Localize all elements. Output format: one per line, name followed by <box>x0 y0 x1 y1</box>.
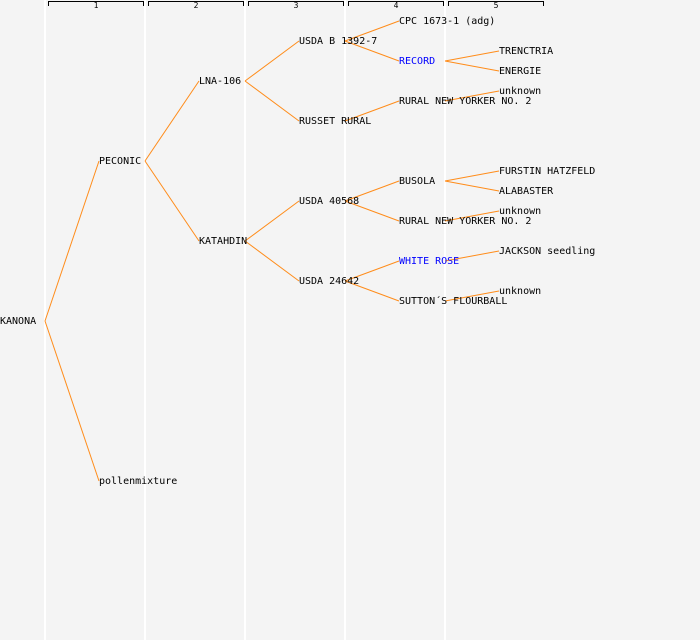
pedigree-node: ENERGIE <box>499 66 542 77</box>
pedigree-edge <box>244 80 300 122</box>
pedigree-edge <box>244 240 300 282</box>
pedigree-edge <box>444 250 500 262</box>
generation-bracket <box>248 1 344 6</box>
pedigree-edge <box>444 60 500 72</box>
pedigree-node: unknown <box>499 206 542 217</box>
pedigree-edge <box>344 280 400 302</box>
pedigree-node: unknown <box>499 286 542 297</box>
pedigree-node[interactable]: RECORD <box>399 56 436 67</box>
generation-bracket <box>148 1 244 6</box>
pedigree-node: FURSTIN HATZFELD <box>499 166 596 177</box>
pedigree-edge <box>344 180 400 202</box>
pedigree-node: PECONIC <box>99 156 142 167</box>
column-divider <box>144 0 146 640</box>
generation-label: 2 <box>193 1 199 10</box>
generation-label: 3 <box>293 1 299 10</box>
pedigree-edge <box>444 90 500 102</box>
pedigree-edge <box>344 200 400 222</box>
generation-bracket <box>48 1 144 6</box>
pedigree-edge <box>444 170 500 182</box>
pedigree-node: KANONA <box>0 316 37 327</box>
pedigree-node: KATAHDIN <box>199 236 248 247</box>
generation-label: 1 <box>93 1 99 10</box>
generation-bracket <box>448 1 544 6</box>
pedigree-edge <box>444 290 500 302</box>
pedigree-node: USDA 24642 <box>299 276 360 287</box>
pedigree-edge <box>144 80 200 162</box>
generation-label: 5 <box>493 1 499 10</box>
generation-bracket <box>348 1 444 6</box>
pedigree-node: RUSSET RURAL <box>299 116 372 127</box>
pedigree-edge <box>444 180 500 192</box>
pedigree-node: unknown <box>499 86 542 97</box>
pedigree-node: LNA-106 <box>199 76 242 87</box>
pedigree-node: BUSOLA <box>399 176 436 187</box>
column-divider <box>344 0 346 640</box>
pedigree-node: TRENCTRIA <box>499 46 554 57</box>
pedigree-node: ALABASTER <box>499 186 554 197</box>
pedigree-edge <box>244 40 300 82</box>
pedigree-node: JACKSON seedling <box>499 246 596 257</box>
column-divider <box>244 0 246 640</box>
pedigree-edge <box>444 210 500 222</box>
pedigree-node: CPC 1673-1 (adg) <box>399 16 496 27</box>
pedigree-edge <box>344 40 400 62</box>
generation-label: 4 <box>393 1 399 10</box>
column-divider <box>444 0 446 640</box>
pedigree-edge <box>244 200 300 242</box>
pedigree-edge <box>344 100 400 122</box>
pedigree-node: USDA 40568 <box>299 196 360 207</box>
pedigree-node: USDA B 1392-7 <box>299 36 378 47</box>
pedigree-edge <box>44 320 100 482</box>
pedigree-node[interactable]: WHITE ROSE <box>399 256 460 267</box>
pedigree-edge <box>144 160 200 242</box>
pedigree-edge <box>344 20 400 42</box>
pedigree-node: RURAL NEW YORKER NO. 2 <box>399 216 532 227</box>
pedigree-node: RURAL NEW YORKER NO. 2 <box>399 96 532 107</box>
pedigree-edge <box>344 260 400 282</box>
pedigree-node: pollenmixture <box>99 476 178 487</box>
pedigree-node: SUTTON´S FLOURBALL <box>399 296 508 307</box>
pedigree-edge <box>444 50 500 62</box>
pedigree-edge <box>44 160 100 322</box>
